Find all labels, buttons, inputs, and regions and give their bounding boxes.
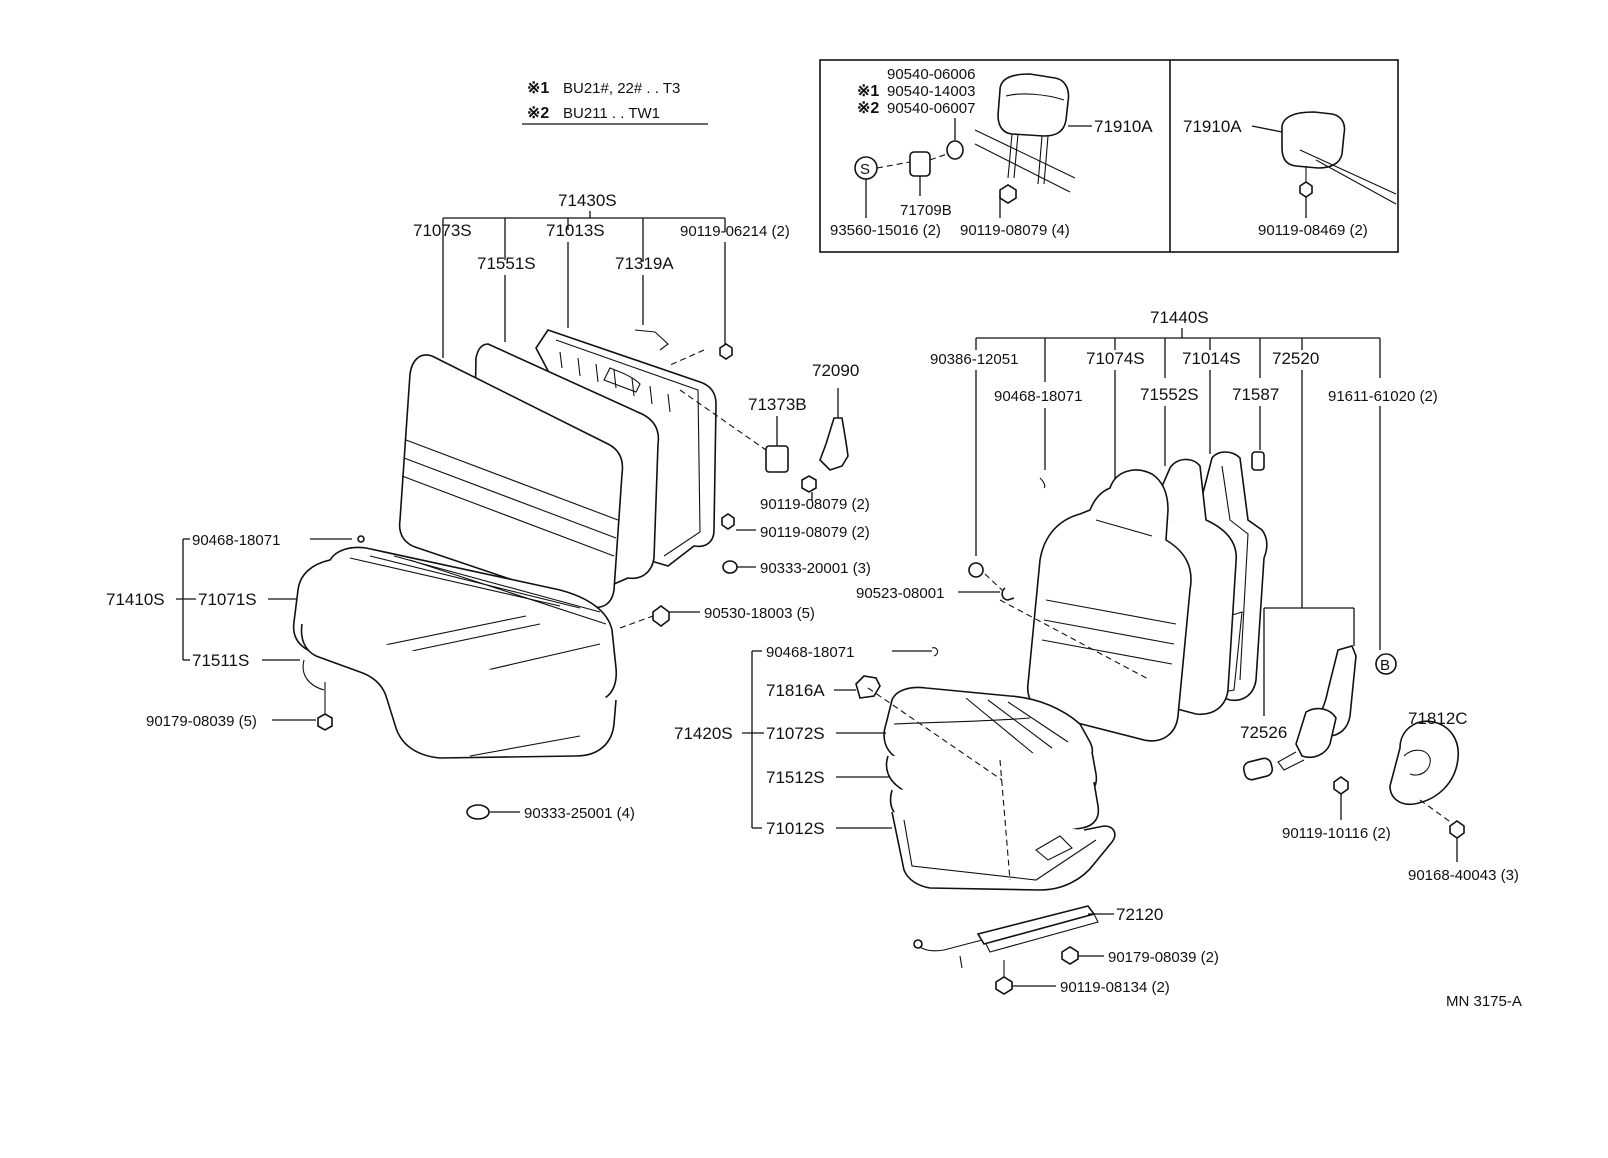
bucket-part-71812c: 71812C [1408, 709, 1468, 728]
inset-part-90540-06007: 90540-06007 [887, 100, 975, 117]
bucket-part-90523-08001: 90523-08001 [856, 585, 944, 602]
bucket-part-71012s: 71012S [766, 819, 825, 838]
dash-90530 [619, 615, 654, 629]
inset-part-90119-08079-4: 90119-08079 (4) [960, 222, 1070, 239]
dash-90119-06214 [667, 349, 705, 367]
bucket-part-90168-40043: 90168-40043 (3) [1408, 867, 1519, 884]
bench-part-90119-08079-b: 90119-08079 (2) [760, 524, 870, 541]
s-symbol: S [860, 161, 870, 178]
b-symbol: B [1380, 657, 1390, 674]
bucket-part-71014s: 71014S [1182, 349, 1241, 368]
bucket-part-71587: 71587 [1232, 385, 1279, 404]
bucket-part-90386-12051: 90386-12051 [930, 351, 1018, 368]
dash-90168 [1419, 799, 1457, 827]
dash-71373b [679, 389, 767, 451]
leader-s [876, 161, 911, 169]
bench-part-90119-06214: 90119-06214 (2) [680, 223, 790, 240]
headrest-inset: 90540-06006 ※1 90540-14003 ※2 90540-0600… [819, 59, 1399, 253]
bucket-part-71074s: 71074S [1086, 349, 1145, 368]
headrest-illustration-left [909, 73, 1076, 204]
inset-part-90119-08469: 90119-08469 (2) [1258, 222, 1368, 239]
dash-back [999, 599, 1151, 681]
clip-90468-c [931, 647, 939, 657]
bench-seat-cushion [292, 546, 617, 759]
bench-part-90530-18003: 90530-18003 (5) [704, 605, 815, 622]
bench-part-71071s: 71071S [198, 590, 257, 609]
bench-part-90119-08079-a: 90119-08079 (2) [760, 496, 870, 513]
bucket-part-90468-18071-b: 90468-18071 [766, 644, 854, 661]
bench-part-71013s: 71013S [546, 221, 605, 240]
bucket-part-90179-08039: 90179-08039 (2) [1108, 949, 1219, 966]
bench-part-90333-25001: 90333-25001 (4) [524, 805, 635, 822]
bucket-seat-cushion [855, 675, 1116, 891]
b-symbol-circle [1375, 653, 1397, 675]
bucket-seat-group: 71440S 90386-12051 71074S 71014S 72520 9… [674, 308, 1519, 996]
note1-mark: ※1 [527, 80, 549, 97]
bucket-part-90119-10116: 90119-10116 (2) [1282, 825, 1391, 842]
inset-part-90540-06006: 90540-06006 [887, 66, 975, 83]
bench-part-71410s: 71410S [106, 590, 165, 609]
inset-part-93560-15016: 93560-15016 (2) [830, 222, 941, 239]
bench-fasteners [317, 513, 738, 820]
dash-71816a [867, 687, 1003, 781]
recliner-hardware [1242, 645, 1357, 795]
bucket-part-71816a: 71816A [766, 681, 825, 700]
note2-mark: ※2 [527, 105, 549, 122]
dash-cushion [999, 759, 1011, 881]
bucket-part-71512s: 71512S [766, 768, 825, 787]
inset-note1-mark: ※1 [857, 83, 879, 100]
bucket-part-90468-18071: 90468-18071 [994, 388, 1082, 405]
inset-frame [819, 59, 1399, 253]
bench-assy-71430s: 71430S [558, 191, 617, 210]
bench-part-71511s: 71511S [192, 651, 249, 670]
diagram-code: MN 3175-A [1446, 993, 1522, 1010]
bench-hinge-hardware [634, 329, 849, 493]
inset-headrest-71910a-right: 71910A [1183, 117, 1242, 136]
bucket-part-71552s: 71552S [1140, 385, 1199, 404]
recliner-cover [1389, 720, 1459, 806]
leader-s2 [929, 153, 948, 161]
applicability-notes: ※1 BU21#, 22# . . T3 ※2 BU211 . . TW1 [522, 80, 708, 125]
bucket-part-72120: 72120 [1116, 905, 1163, 924]
bench-seat-group: 71430S 71073S 71013S 90119-06214 (2) 715… [106, 191, 871, 822]
headrest-illustration-right [1281, 111, 1397, 205]
bench-part-90333-20001: 90333-20001 (3) [760, 560, 871, 577]
bucket-part-72520: 72520 [1272, 349, 1319, 368]
bench-part-71073s: 71073S [413, 221, 472, 240]
bucket-back-hardware [968, 451, 1265, 601]
bucket-part-90119-08134: 90119-08134 (2) [1060, 979, 1170, 996]
bench-part-71373b: 71373B [748, 395, 807, 414]
bucket-assy-71440s: 71440S [1150, 308, 1209, 327]
inset-headrest-71910a-left: 71910A [1094, 117, 1153, 136]
bucket-part-72526: 72526 [1240, 723, 1287, 742]
bucket-back-cover [1026, 469, 1192, 742]
inset-part-71709b: 71709B [900, 202, 952, 219]
bench-part-72090: 72090 [812, 361, 859, 380]
bolt-90168 [1449, 820, 1465, 839]
bucket-part-71072s: 71072S [766, 724, 825, 743]
dash-90523 [984, 573, 1003, 591]
note2-text: BU211 . . TW1 [563, 105, 660, 122]
bench-part-90468-18071: 90468-18071 [192, 532, 280, 549]
inset-note2-mark: ※2 [857, 100, 879, 117]
inset-part-90540-14003: 90540-14003 [887, 83, 975, 100]
bucket-part-91611-61020: 91611-61020 (2) [1328, 388, 1438, 405]
bucket-part-71420s: 71420S [674, 724, 733, 743]
bench-part-71319a: 71319A [615, 254, 674, 273]
note1-text: BU21#, 22# . . T3 [563, 80, 680, 97]
bench-part-90179-08039: 90179-08039 (5) [146, 713, 257, 730]
leader-71910a-right [1251, 125, 1283, 133]
bench-part-71551s: 71551S [477, 254, 536, 273]
